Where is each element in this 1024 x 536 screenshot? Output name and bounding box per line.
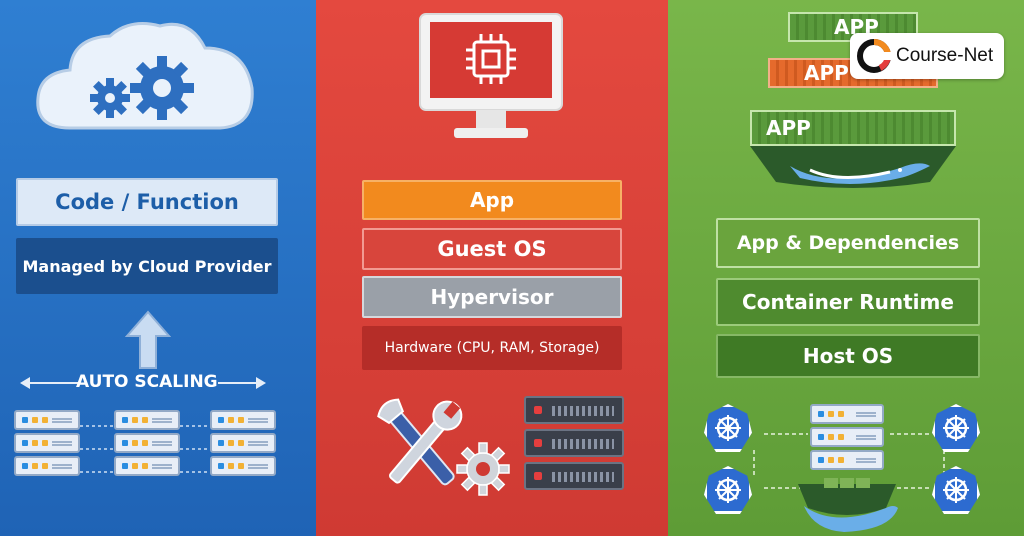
docker-whale-icon bbox=[750, 146, 956, 188]
server-icon bbox=[14, 410, 80, 479]
hypervisor-layer: Hypervisor bbox=[362, 276, 622, 318]
server-icon bbox=[810, 404, 884, 473]
scaling-arrows-icon bbox=[20, 377, 266, 389]
app-dependencies-layer: App & Dependencies bbox=[716, 218, 980, 268]
up-arrow-icon bbox=[125, 310, 171, 369]
cloud-gears-icon bbox=[36, 22, 254, 130]
virtualization-panel: App Guest OS Hypervisor Hardware (CPU, R… bbox=[316, 0, 668, 536]
server-connectors bbox=[80, 425, 210, 473]
container-runtime-layer: Container Runtime bbox=[716, 278, 980, 326]
server-icon bbox=[210, 410, 276, 479]
auto-scaling-label: AUTO SCALING bbox=[76, 372, 218, 392]
guest-os-layer: Guest OS bbox=[362, 228, 622, 270]
app-layer: App bbox=[362, 180, 622, 220]
course-net-logo-icon bbox=[857, 39, 892, 73]
server-rack-icon bbox=[524, 396, 624, 495]
kubernetes-icon bbox=[932, 466, 980, 514]
docker-whale-icon bbox=[798, 478, 898, 532]
server-icon bbox=[114, 410, 180, 479]
containers-panel: APP APP APP App & Dependencies Container… bbox=[668, 0, 1024, 536]
hardware-layer: Hardware (CPU, RAM, Storage) bbox=[362, 326, 622, 370]
container-box: APP bbox=[750, 110, 956, 146]
wrench-icon bbox=[377, 398, 463, 486]
course-net-logo: Course-Net bbox=[850, 33, 1004, 79]
code-function-layer: Code / Function bbox=[16, 178, 278, 226]
monitor-chip-icon bbox=[419, 13, 563, 138]
managed-by-cloud-layer: Managed by Cloud Provider bbox=[16, 238, 278, 294]
brand-name: Course-Net bbox=[896, 45, 994, 66]
host-os-layer: Host OS bbox=[716, 334, 980, 378]
serverless-panel: Code / Function Managed by Cloud Provide… bbox=[0, 0, 316, 536]
gear-icon bbox=[456, 442, 510, 496]
